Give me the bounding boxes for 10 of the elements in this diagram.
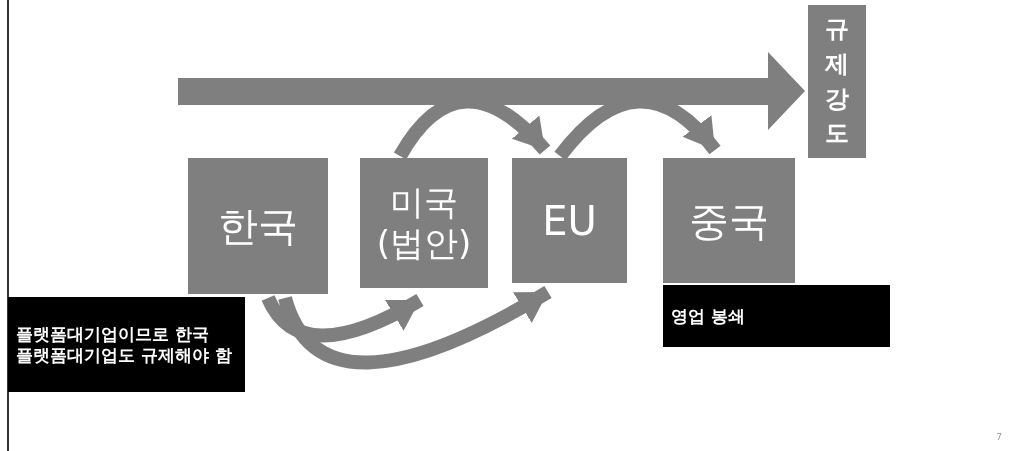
country-box: 한국	[188, 158, 328, 294]
country-box: 중국	[663, 158, 795, 283]
country-box: EU	[512, 158, 627, 283]
country-box: 미국 (법안)	[360, 158, 488, 288]
curved-arrow	[261, 293, 424, 343]
page-number: 7	[996, 432, 1002, 442]
curved-arrow	[278, 285, 552, 370]
note-box: 영업 봉쇄	[663, 285, 890, 347]
label-box: 규제강도	[808, 5, 866, 158]
note-box: 플랫폼대기업이므로 한국 플랫폼대기업도 규제해야 함	[8, 297, 245, 392]
